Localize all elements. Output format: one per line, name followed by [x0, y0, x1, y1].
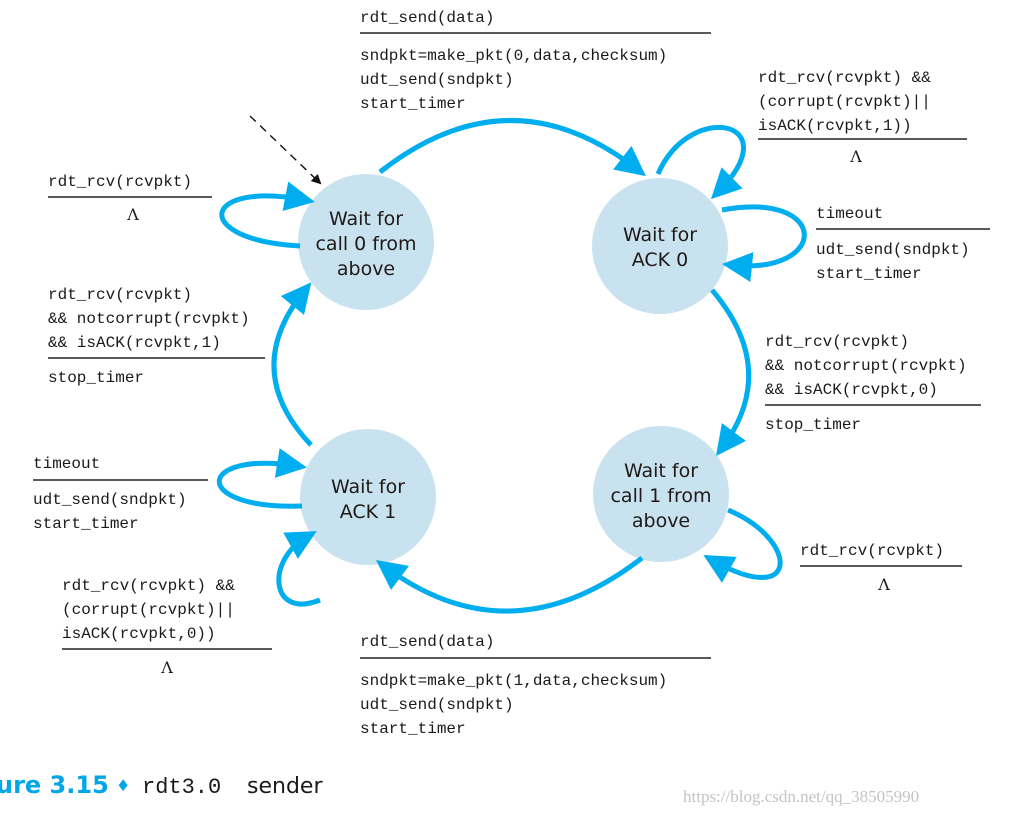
arc-bottom: [375, 556, 644, 614]
state-line: Wait for: [624, 460, 698, 482]
action-text: start_timer: [33, 515, 139, 533]
event-text: rdt_rcv(rcvpkt): [48, 286, 192, 304]
arc-top: [378, 118, 646, 177]
event-text: (corrupt(rcvpkt)||: [758, 93, 931, 111]
lambda-text: Λ: [126, 205, 139, 224]
state-label-call-1: Wait for call 1 from above: [610, 460, 711, 532]
state-line: Wait for: [331, 476, 405, 498]
transition-right: rdt_rcv(rcvpkt) && notcorrupt(rcvpkt) &&…: [765, 333, 981, 434]
event-text: (corrupt(rcvpkt)||: [62, 601, 235, 619]
action-text: sndpkt=make_pkt(1,data,checksum): [360, 672, 667, 690]
event-text: && isACK(rcvpkt,1): [48, 334, 221, 352]
diamond-icon: ♦: [116, 776, 130, 795]
state-label-ack-0: Wait for ACK 0: [623, 224, 697, 271]
event-text: rdt_send(data): [360, 9, 494, 27]
event-text: rdt_rcv(rcvpkt): [800, 542, 944, 560]
action-text: udt_send(sndpkt): [816, 241, 970, 259]
state-line: call 0 from: [315, 233, 416, 255]
caption-text: sender: [247, 774, 323, 799]
state-line: call 1 from: [610, 485, 711, 507]
state-line: Wait for: [623, 224, 697, 246]
state-wait-ack-0: [592, 178, 728, 314]
transition-call1-rcv: rdt_rcv(rcvpkt) Λ: [800, 542, 962, 594]
lambda-text: Λ: [877, 575, 890, 594]
state-line: ACK 0: [632, 249, 689, 271]
transition-ack1-corrupt: rdt_rcv(rcvpkt) && (corrupt(rcvpkt)|| is…: [62, 577, 272, 677]
loop-ack0-timeout: [721, 204, 807, 282]
event-text: && notcorrupt(rcvpkt): [48, 310, 250, 328]
arc-left: [271, 282, 313, 447]
event-text: isACK(rcvpkt,1)): [758, 117, 912, 135]
action-text: start_timer: [816, 265, 922, 283]
lambda-text: Λ: [849, 147, 862, 166]
caption-code: rdt3.0: [142, 775, 221, 800]
action-text: udt_send(sndpkt): [360, 71, 514, 89]
event-text: timeout: [816, 205, 883, 223]
event-text: isACK(rcvpkt,0)): [62, 625, 216, 643]
event-text: rdt_rcv(rcvpkt): [765, 333, 909, 351]
transition-bottom: rdt_send(data) sndpkt=make_pkt(1,data,ch…: [360, 633, 711, 738]
arc-right: [710, 288, 752, 457]
event-text: rdt_rcv(rcvpkt) &&: [758, 69, 931, 87]
transition-ack1-timeout: timeout udt_send(sndpkt) start_timer: [33, 455, 208, 533]
initial-state-arrow: [249, 115, 322, 185]
event-text: timeout: [33, 455, 100, 473]
state-label-call-0: Wait for call 0 from above: [315, 208, 416, 280]
transition-call0-rcv: rdt_rcv(rcvpkt) Λ: [48, 173, 212, 224]
action-text: start_timer: [360, 95, 466, 113]
loop-call1: [703, 507, 783, 583]
loop-ack1-corrupt: [276, 531, 321, 607]
event-text: rdt_rcv(rcvpkt): [48, 173, 192, 191]
event-text: rdt_send(data): [360, 633, 494, 651]
action-text: udt_send(sndpkt): [33, 491, 187, 509]
action-text: start_timer: [360, 720, 466, 738]
event-text: && notcorrupt(rcvpkt): [765, 357, 967, 375]
loop-ack1-timeout: [217, 448, 307, 509]
figure-caption: ure 3.15 ♦ rdt3.0 sender: [0, 771, 323, 800]
transition-ack0-timeout: timeout udt_send(sndpkt) start_timer: [816, 205, 990, 283]
loop-call0: [219, 181, 315, 249]
state-wait-ack-1: [300, 429, 436, 565]
state-line: Wait for: [329, 208, 403, 230]
action-text: sndpkt=make_pkt(0,data,checksum): [360, 47, 667, 65]
state-wait-call-1: [593, 426, 729, 562]
transition-ack0-corrupt: rdt_rcv(rcvpkt) && (corrupt(rcvpkt)|| is…: [758, 69, 967, 166]
action-text: stop_timer: [48, 369, 144, 387]
state-wait-call-0: [298, 174, 434, 310]
loop-ack0-corrupt: [655, 124, 746, 200]
event-text: rdt_rcv(rcvpkt) &&: [62, 577, 235, 595]
lambda-text: Λ: [160, 658, 173, 677]
transition-top: rdt_send(data) sndpkt=make_pkt(0,data,ch…: [360, 9, 711, 113]
event-text: && isACK(rcvpkt,0): [765, 381, 938, 399]
state-line: above: [632, 510, 690, 532]
state-line: above: [337, 258, 395, 280]
action-text: udt_send(sndpkt): [360, 696, 514, 714]
watermark: https://blog.csdn.net/qq_38505990: [683, 787, 919, 806]
state-label-ack-1: Wait for ACK 1: [331, 476, 405, 523]
figure-number: ure 3.15: [0, 771, 109, 799]
state-line: ACK 1: [340, 501, 397, 523]
action-text: stop_timer: [765, 416, 861, 434]
transition-left: rdt_rcv(rcvpkt) && notcorrupt(rcvpkt) &&…: [48, 286, 265, 387]
